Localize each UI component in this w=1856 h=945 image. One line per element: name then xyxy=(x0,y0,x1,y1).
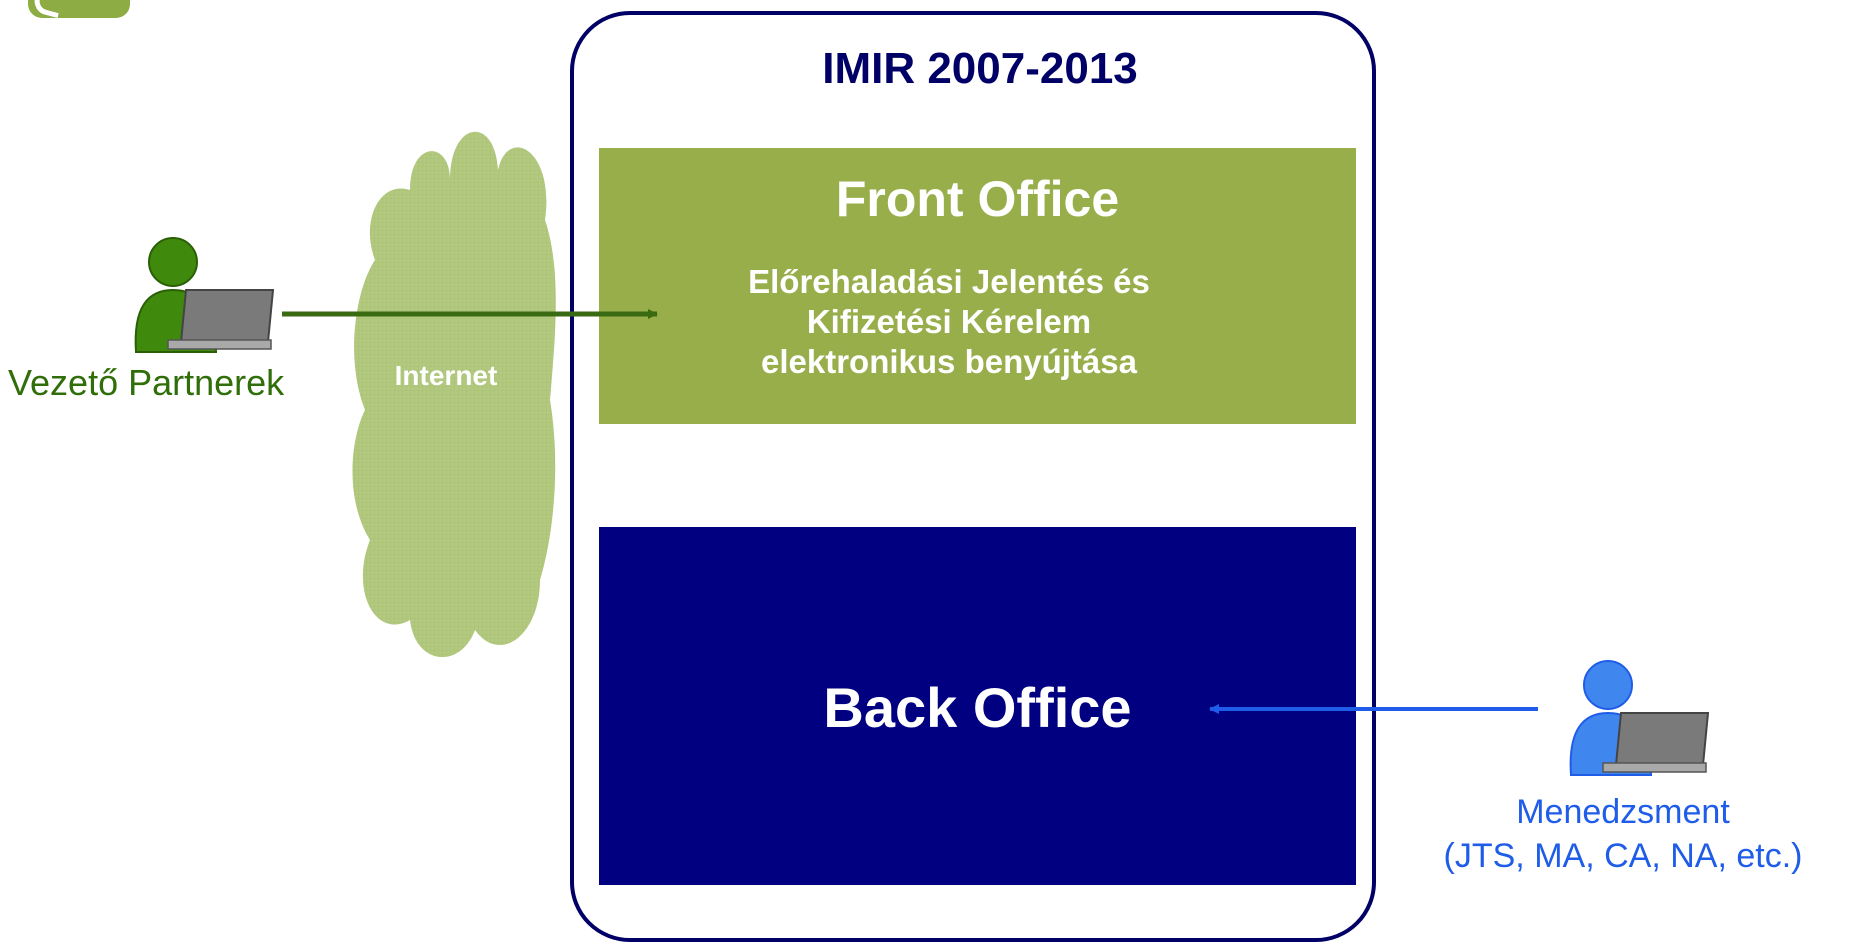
management-user-icon xyxy=(1569,660,1710,776)
front-office-title: Front Office xyxy=(835,171,1120,227)
internet-cloud-shape xyxy=(352,131,556,658)
system-title: IMIR 2007-2013 xyxy=(822,44,1138,93)
front-office-description: Előrehaladási Jelentés és Kifizetési Kér… xyxy=(649,262,1249,382)
internet-cloud xyxy=(352,131,556,658)
partner-user-icon xyxy=(134,237,275,353)
laptop-screen xyxy=(1614,712,1710,766)
laptop-screen xyxy=(179,289,275,343)
management-label-line-1: Menedzsment xyxy=(1516,793,1730,831)
management-label-line-2: (JTS, MA, CA, NA, etc.) xyxy=(1443,837,1803,875)
front-office-desc-line-2: Kifizetési Kérelem xyxy=(806,303,1092,340)
internet-label: Internet xyxy=(394,360,498,391)
management-label: Menedzsment (JTS, MA, CA, NA, etc.) xyxy=(1390,790,1856,878)
front-office-desc-line-1: Előrehaladási Jelentés és xyxy=(748,263,1150,300)
front-office-box: Front Office Előrehaladási Jelentés és K… xyxy=(599,148,1356,424)
front-office-desc-line-3: elektronikus benyújtása xyxy=(761,343,1137,380)
laptop-base xyxy=(167,339,272,350)
laptop-base xyxy=(1602,762,1707,773)
logo-corner xyxy=(28,0,130,18)
back-office-title: Back Office xyxy=(823,676,1132,739)
back-office-box: Back Office xyxy=(599,527,1356,885)
partners-label: Vezető Partnerek xyxy=(8,362,285,403)
